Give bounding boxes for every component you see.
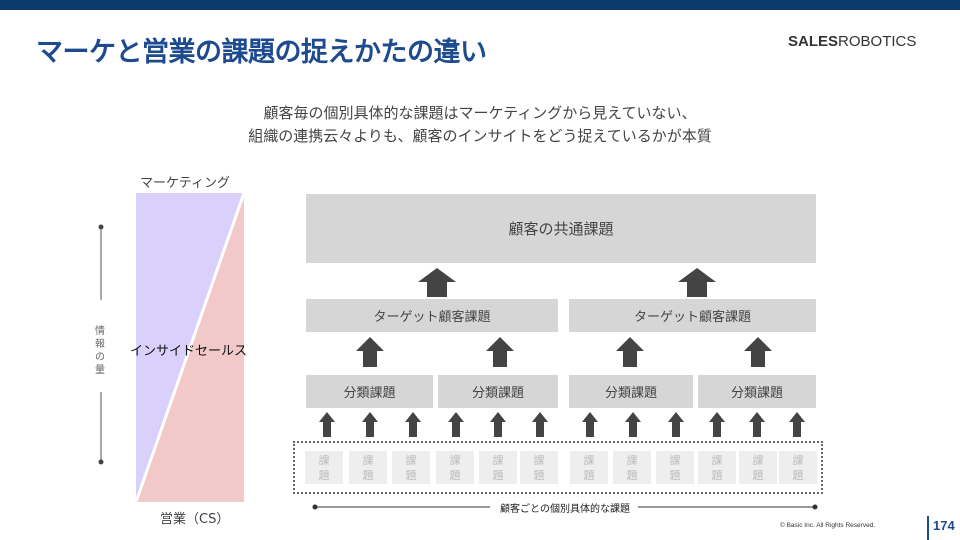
cell-char: 課 [405,453,417,467]
arrow-up-icon [616,337,644,367]
category-issue-box: 分類課題 [438,375,558,408]
cell-char: 課 [752,453,764,467]
individual-issue-cell: 課題 [613,451,651,484]
info-ratio-diagram [136,193,244,502]
cell-char: 題 [318,468,330,482]
arrow-up-icon [678,268,716,297]
axis-char: 量 [95,365,105,376]
arrow-up-icon [418,268,456,297]
cell-char: 課 [492,453,504,467]
category-issue-box: 分類課題 [569,375,693,408]
cell-char: 課 [449,453,461,467]
individual-issue-cell: 課題 [479,451,517,484]
cell-char: 課 [318,453,330,467]
arrow-up-icon [319,412,335,437]
category-issue-box: 分類課題 [698,375,816,408]
top-bar [0,0,960,10]
individual-issues-group [293,441,823,494]
individual-issue-cell: 課題 [570,451,608,484]
axis-char: 情 [95,326,105,337]
logo-bold: SALES [788,33,839,50]
axis-char: の [95,352,105,363]
arrow-up-icon [490,412,506,437]
target-issue-box: ターゲット顧客課題 [569,299,816,332]
sales-label: 営業（CS） [160,512,230,527]
arrow-up-icon [448,412,464,437]
arrow-up-icon [362,412,378,437]
common-issue-box: 顧客の共通課題 [306,194,816,263]
cell-char: 課 [533,453,545,467]
arrow-up-icon [356,337,384,367]
cell-char: 題 [792,468,804,482]
cell-char: 課 [626,453,638,467]
page-number: 174 [933,518,955,533]
logo: SALESROBOTICS [788,33,916,50]
cell-char: 課 [711,453,723,467]
page-title: マーケと営業の課題の捉えかたの違い [36,37,487,68]
cell-char: 課 [669,453,681,467]
cell-char: 題 [711,468,723,482]
arrow-up-icon [532,412,548,437]
arrow-up-icon [744,337,772,367]
individual-range-line [312,504,818,510]
cell-char: 課 [583,453,595,467]
arrow-up-icon [749,412,765,437]
info-axis [98,224,104,465]
category-issue-box: 分類課題 [306,375,433,408]
logo-light: ROBOTICS [838,33,917,50]
info-amount-label: 情報の量 [94,325,106,377]
arrow-up-icon [709,412,725,437]
cell-char: 題 [626,468,638,482]
cell-char: 題 [362,468,374,482]
arrow-up-icon [486,337,514,367]
copyright: © Basic Inc. All Rights Reserved. [780,522,876,529]
subtitle-line-1: 顧客毎の個別具体的な課題はマーケティングから見えていない、 [263,104,697,122]
arrow-up-icon [789,412,805,437]
individual-issue-cell: 課題 [305,451,343,484]
inside-sales-label: インサイドセールス [130,344,248,359]
divider-line [136,193,244,502]
individual-issue-cell: 課題 [656,451,694,484]
arrow-up-icon [582,412,598,437]
individual-issue-cell: 課題 [349,451,387,484]
cell-char: 課 [362,453,374,467]
arrow-up-icon [668,412,684,437]
individual-issue-cell: 課題 [698,451,736,484]
cell-char: 題 [533,468,545,482]
individual-issue-cell: 課題 [520,451,558,484]
cell-char: 題 [669,468,681,482]
subtitle-line-2: 組織の連携云々よりも、顧客のインサイトをどう捉えているかが本質 [248,127,712,145]
individual-issues-label: 顧客ごとの個別具体的な課題 [500,504,630,515]
axis-char: 報 [95,339,105,350]
cell-char: 題 [405,468,417,482]
cell-char: 題 [449,468,461,482]
individual-issue-cell: 課題 [739,451,777,484]
footer-divider [927,516,929,540]
individual-issue-cell: 課題 [779,451,817,484]
arrow-up-icon [625,412,641,437]
individual-issue-cell: 課題 [436,451,474,484]
cell-char: 題 [752,468,764,482]
individual-issue-cell: 課題 [392,451,430,484]
cell-char: 題 [583,468,595,482]
cell-char: 題 [492,468,504,482]
target-issue-box: ターゲット顧客課題 [306,299,558,332]
arrow-up-icon [405,412,421,437]
marketing-label: マーケティング [140,176,230,191]
cell-char: 課 [792,453,804,467]
